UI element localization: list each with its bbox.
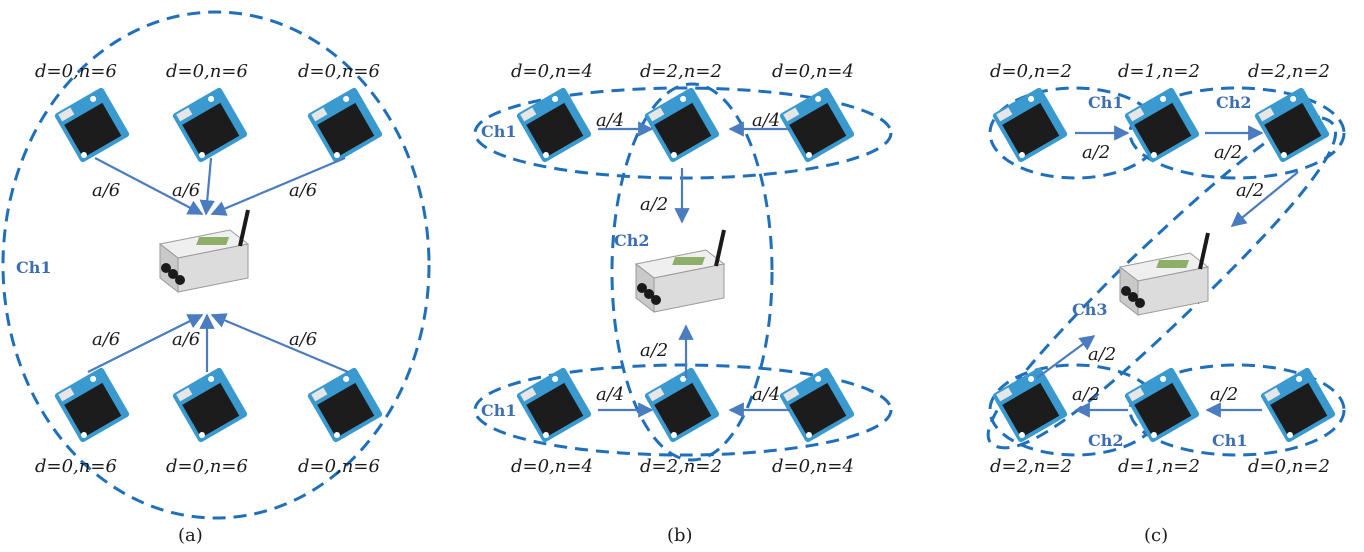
channel-label: Ch3 [1072,300,1108,319]
edge-label: a/6 [289,329,317,350]
sensor-node-icon [1259,366,1337,444]
sensor-node-icon [171,86,249,164]
edge-label: a/2 [1088,344,1116,365]
edge-label: a/2 [1210,384,1238,405]
sensor-node-icon [643,366,721,444]
sensor-node-icon [643,86,721,164]
channel-label: Ch2 [1088,431,1124,450]
channel-ellipse-ch1 [1,10,431,520]
node-label: d=2,n=2 [640,61,722,82]
channel-label: Ch1 [1088,93,1124,112]
sensor-node-icon [306,86,384,164]
edge-label: a/2 [1082,142,1110,163]
sensor-node-icon [1253,86,1331,164]
gateway-icon [158,208,250,294]
sensor-node-icon [1123,366,1201,444]
channel-ellipse-ch1-bottom [1128,363,1346,457]
sensor-node-icon [53,366,131,444]
sensor-node-icon [53,86,131,164]
node-label: d=1,n=2 [1118,456,1200,477]
node-label: d=0,n=6 [298,61,380,82]
node-label: d=0,n=6 [35,61,117,82]
channel-ellipse-ch1-bottom [473,363,893,457]
node-label: d=0,n=6 [166,456,248,477]
arrow [210,156,346,216]
sensor-node-icon [778,366,856,444]
node-label: d=0,n=4 [772,456,854,477]
edge-label: a/2 [1214,142,1242,163]
panel-caption: (c) [1144,525,1168,546]
channel-ellipse-ch2 [610,82,774,462]
sensor-node-icon [778,86,856,164]
channel-label: Ch2 [1216,93,1252,112]
edge-label: a/6 [172,180,200,201]
edge-label: a/4 [596,384,624,405]
edge-label: a/6 [92,329,120,350]
channel-label: Ch2 [614,231,650,250]
sensor-node-icon [515,366,593,444]
node-label: d=0,n=6 [166,61,248,82]
panel-caption: (a) [178,525,203,546]
node-label: d=0,n=4 [511,456,593,477]
node-label: d=0,n=4 [772,61,854,82]
panel-c: d=0,n=2 d=1,n=2 d=2,n=2 d=2,n=2 d=1,n=2 … [986,61,1346,546]
channel-ellipse-ch3 [986,115,1338,450]
sensor-node-icon [991,366,1069,444]
arrow [1036,335,1096,379]
node-label: d=0,n=2 [990,61,1072,82]
gateway-icon [1118,231,1210,317]
node-label: d=2,n=2 [1248,61,1330,82]
arrow [210,313,349,374]
channel-label: Ch1 [1212,431,1248,450]
channel-label: Ch1 [481,401,517,420]
edge-label: a/2 [1072,384,1100,405]
node-label: d=2,n=2 [640,456,722,477]
edge-label: a/6 [289,180,317,201]
arrow [87,314,204,373]
node-label: d=0,n=4 [511,61,593,82]
sensor-node-icon [1123,86,1201,164]
arrow [199,157,215,216]
edge-label: a/6 [92,180,120,201]
panel-a: d=0,n=6 d=0,n=6 d=0,n=6 d=0,n=6 d=0,n=6 … [1,10,431,546]
edge-label: a/2 [640,194,668,215]
node-label: d=1,n=2 [1118,61,1200,82]
edge-label: a/2 [640,340,668,361]
node-label: d=0,n=6 [298,456,380,477]
arrow [1230,171,1299,227]
edge-label: a/4 [752,110,780,131]
channel-ellipse-ch2-top [1128,86,1346,180]
edge-label: a/2 [1236,180,1264,201]
edge-label: a/6 [172,329,200,350]
channel-label: Ch1 [481,122,517,141]
sensor-node-icon [306,366,384,444]
sensor-node-icon [171,366,249,444]
sensor-node-icon [515,86,593,164]
channel-label: Ch1 [16,258,52,277]
panel-b: d=0,n=4 d=2,n=2 d=0,n=4 d=0,n=4 d=2,n=2 … [473,61,893,546]
panel-caption: (b) [667,525,693,546]
sensor-node-icon [991,86,1069,164]
node-label: d=0,n=2 [1248,456,1330,477]
node-label: d=2,n=2 [990,456,1072,477]
edge-label: a/4 [752,384,780,405]
node-label: d=0,n=6 [35,456,117,477]
edge-label: a/4 [596,110,624,131]
arrow [94,157,204,215]
